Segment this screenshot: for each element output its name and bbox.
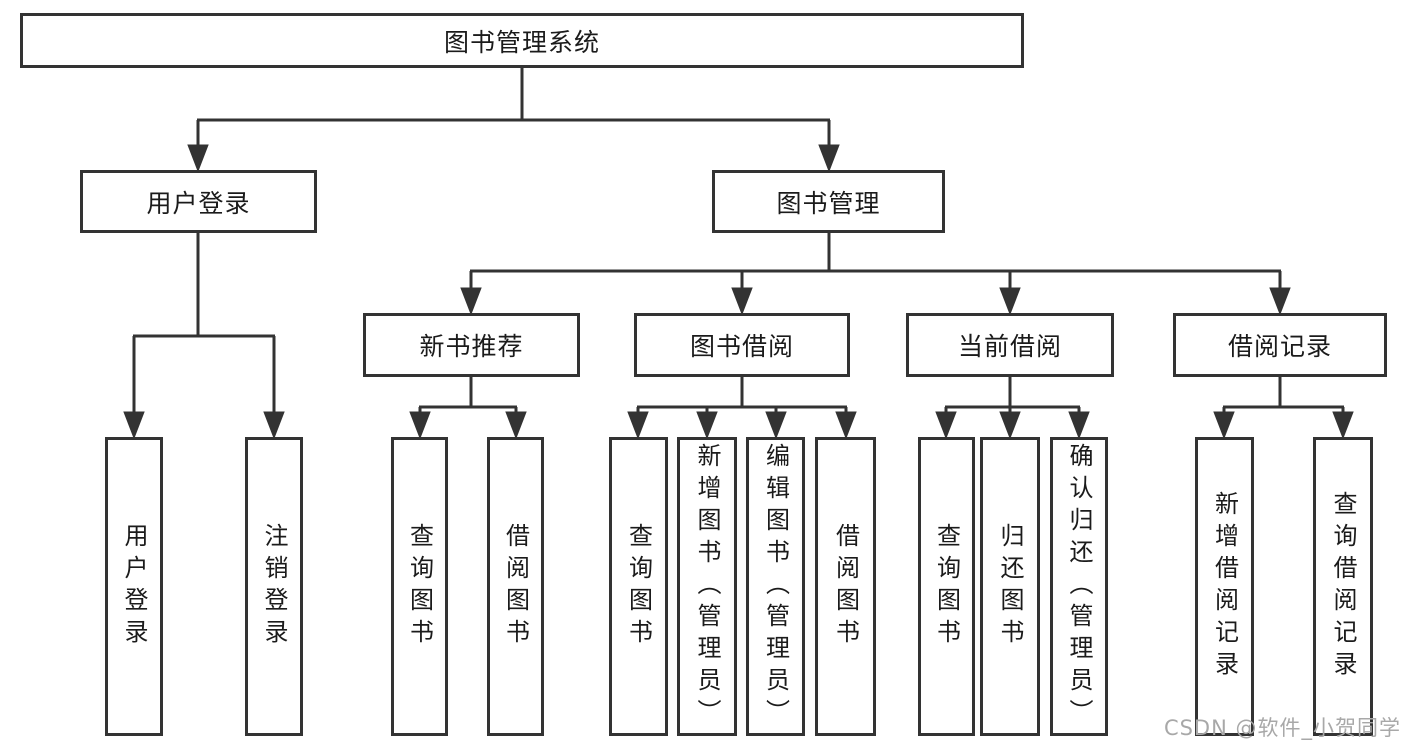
arrow-down-icon [935, 411, 957, 440]
leaf-label: 查询图书 [624, 522, 653, 651]
connector-book-borrow-to-leaves [636, 377, 848, 416]
leaf-label: 查询借阅记录 [1329, 490, 1357, 683]
node-label: 图书管理 [776, 188, 881, 218]
leaf-label: 确认归还（管理员） [1065, 442, 1093, 731]
leaf-label: 新增借阅记录 [1210, 490, 1239, 683]
arrow-down-icon [818, 144, 840, 173]
leaf-label: 编辑图书（管理员） [761, 442, 790, 731]
arrow-down-icon [409, 411, 431, 440]
node-current-borrow: 当前借阅 [906, 313, 1114, 377]
leaf-label: 注销登录 [260, 522, 288, 651]
leaf-label: 用户登录 [120, 522, 148, 651]
arrow-down-icon [731, 287, 753, 316]
arrow-down-icon [1213, 411, 1235, 440]
node-new-book-recommend: 新书推荐 [363, 313, 580, 377]
leaf-add-books-admin: 新增图书（管理员） [677, 437, 737, 736]
connector-user-login-to-leaves [132, 233, 276, 416]
node-borrow-records: 借阅记录 [1173, 313, 1387, 377]
leaf-query-borrow-record: 查询借阅记录 [1313, 437, 1373, 736]
node-book-management: 图书管理 [712, 170, 945, 233]
arrow-down-icon [627, 411, 649, 440]
arrow-down-icon [999, 411, 1021, 440]
arrow-down-icon [765, 411, 787, 440]
leaf-label: 新增图书（管理员） [693, 442, 721, 731]
leaf-confirm-return-admin: 确认归还（管理员） [1050, 437, 1108, 736]
leaf-label: 查询图书 [405, 522, 434, 651]
arrow-down-icon [123, 411, 145, 440]
arrow-down-icon [1068, 411, 1090, 440]
leaf-label: 借阅图书 [831, 522, 860, 651]
leaf-label: 归还图书 [996, 522, 1024, 651]
node-book-borrow: 图书借阅 [634, 313, 850, 377]
node-label: 新书推荐 [419, 332, 524, 361]
arrow-down-icon [1332, 411, 1354, 440]
node-label: 图书借阅 [689, 332, 794, 361]
arrow-down-icon [460, 287, 482, 316]
leaf-label: 借阅图书 [501, 522, 530, 651]
arrow-down-icon [835, 411, 857, 440]
arrow-down-icon [187, 144, 209, 173]
node-user-login: 用户登录 [80, 170, 317, 233]
connector-borrow-records-to-leaves [1222, 377, 1345, 416]
csdn-watermark: CSDN @软件_小贺同学 [1163, 716, 1401, 740]
leaf-query-books: 查询图书 [609, 437, 668, 736]
leaf-user-login: 用户登录 [105, 437, 163, 736]
connector-book-management-to-level3 [469, 233, 1282, 292]
leaf-query-books-current: 查询图书 [918, 437, 975, 736]
leaf-label: 查询图书 [932, 522, 961, 651]
leaf-return-books: 归还图书 [980, 437, 1040, 736]
arrowheads [123, 144, 1354, 440]
node-label: 当前借阅 [957, 332, 1062, 361]
node-label: 图书管理系统 [443, 27, 600, 57]
arrow-down-icon [999, 287, 1021, 316]
arrow-down-icon [263, 411, 285, 440]
leaf-edit-books-admin: 编辑图书（管理员） [746, 437, 805, 736]
node-root-library-system: 图书管理系统 [20, 13, 1024, 68]
arrow-down-icon [696, 411, 718, 440]
leaf-query-books-recommend: 查询图书 [391, 437, 448, 736]
node-label: 借阅记录 [1227, 332, 1332, 361]
arrow-down-icon [1269, 287, 1291, 316]
connector-root-to-level2 [196, 68, 831, 150]
leaf-logout: 注销登录 [245, 437, 303, 736]
leaf-borrow-books: 借阅图书 [815, 437, 876, 736]
connector-current-borrow-to-leaves [944, 377, 1081, 416]
connector-new-book-to-leaves [418, 377, 518, 416]
arrow-down-icon [505, 411, 527, 440]
node-label: 用户登录 [146, 188, 251, 218]
leaf-add-borrow-record: 新增借阅记录 [1195, 437, 1254, 736]
leaf-borrow-books-recommend: 借阅图书 [487, 437, 544, 736]
